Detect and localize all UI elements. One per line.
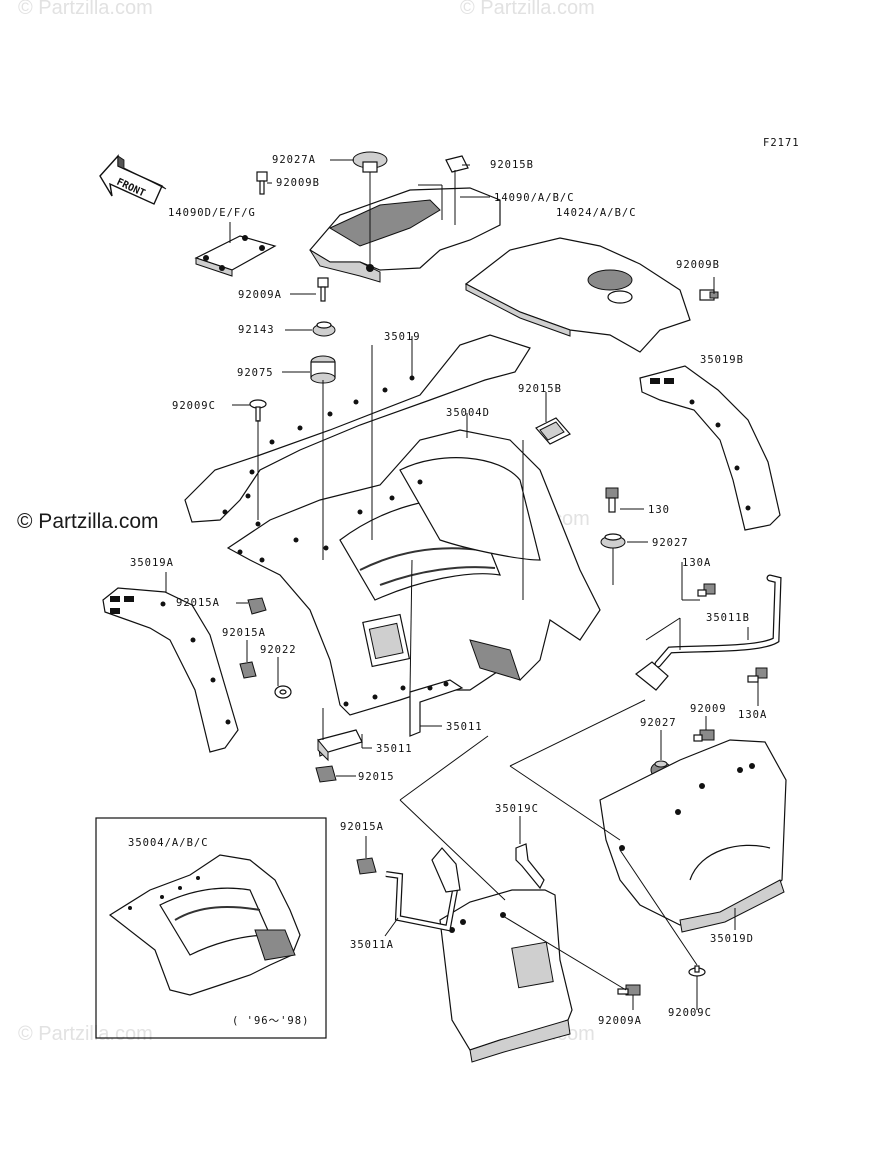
left-rear-mud-flap-part (439, 889, 573, 1063)
watermark: © Partzilla.com (460, 0, 595, 19)
grommet-part (312, 321, 336, 337)
damper-part (310, 355, 336, 384)
grommet-part (600, 533, 626, 549)
part-label: 92022 (260, 644, 297, 656)
watermark: © Partzilla.com (18, 0, 153, 19)
washer-part (274, 685, 292, 699)
nut-part (239, 661, 257, 679)
bolt-part (617, 984, 641, 996)
part-label: 92027A (272, 154, 316, 166)
bolt-part (747, 667, 768, 683)
rear-fender-part (226, 429, 601, 716)
support-rod-part (385, 847, 461, 932)
inset-fender-part (108, 854, 301, 996)
side-plate-part (194, 235, 277, 277)
part-label: 92075 (237, 367, 274, 379)
rear-mud-flap-part (599, 739, 787, 933)
part-label: 92009C (668, 1007, 712, 1019)
part-label: 35019D (710, 933, 754, 945)
part-label: 35011B (706, 612, 750, 624)
clip-nut-part (535, 417, 571, 445)
part-label: 35004D (446, 407, 490, 419)
part-label: 14090/A/B/C (494, 192, 575, 204)
part-label: 92009B (676, 259, 720, 271)
part-label: 130A (738, 709, 767, 721)
rubber-grommet-part (352, 151, 388, 173)
bolt-part (249, 399, 267, 422)
diagram-id: F2171 (763, 137, 800, 149)
part-label: 35019B (700, 354, 744, 366)
part-label: 130 (648, 504, 670, 516)
part-label: 92143 (238, 324, 275, 336)
mud-flap-part (184, 334, 531, 523)
part-label: 92009A (238, 289, 282, 301)
top-cover-part (309, 187, 501, 283)
part-label: 130A (682, 557, 711, 569)
bolt-part (688, 965, 706, 977)
leader-lines (165, 159, 759, 1010)
part-label: 35019C (495, 803, 539, 815)
part-label: 35019 (384, 331, 421, 343)
nut-part (315, 765, 337, 783)
brand-watermark: © Partzilla.com (17, 510, 159, 533)
left-mud-flap-part (102, 587, 239, 753)
right-mud-flap-part (639, 365, 781, 531)
part-label: 92009 (690, 703, 727, 715)
part-label: 92009C (172, 400, 216, 412)
part-label: 92027 (640, 717, 677, 729)
support-rod-part (635, 574, 782, 691)
part-label: 92015B (490, 159, 534, 171)
inset-box (95, 817, 327, 1039)
bracket-part (317, 729, 363, 762)
part-label: 92015 (358, 771, 395, 783)
part-label: 35011 (376, 743, 413, 755)
part-label: 35019A (130, 557, 174, 569)
bolt-part (699, 289, 719, 301)
part-label: 92015A (222, 627, 266, 639)
fender-cover-part (464, 237, 691, 353)
nut-part (356, 857, 377, 875)
part-label: 92009B (276, 177, 320, 189)
part-label: 35011 (446, 721, 483, 733)
part-label: 35011A (350, 939, 394, 951)
bolt-part (693, 729, 715, 742)
inset-caption: ( '96～'98) (232, 1015, 309, 1027)
part-label: 92009A (598, 1015, 642, 1027)
bolt-part (697, 583, 716, 597)
front-arrow-icon: FRONT (99, 154, 167, 205)
flange-bolt-part (605, 487, 619, 513)
bolt-part (317, 277, 329, 302)
watermark: © Partzilla.com (18, 1023, 153, 1045)
part-label: 14090D/E/F/G (168, 207, 256, 219)
bracket-part (515, 843, 545, 890)
bracket-part (409, 679, 464, 737)
clip-nut-part (445, 155, 469, 173)
part-label: 92015A (340, 821, 384, 833)
part-label: 14024/A/B/C (556, 207, 637, 219)
bolt-part (256, 171, 268, 195)
part-label: 35004/A/B/C (128, 837, 209, 849)
nut-part (247, 597, 267, 615)
part-label: 92015B (518, 383, 562, 395)
part-label: 92027 (652, 537, 689, 549)
part-label: 92015A (176, 597, 220, 609)
